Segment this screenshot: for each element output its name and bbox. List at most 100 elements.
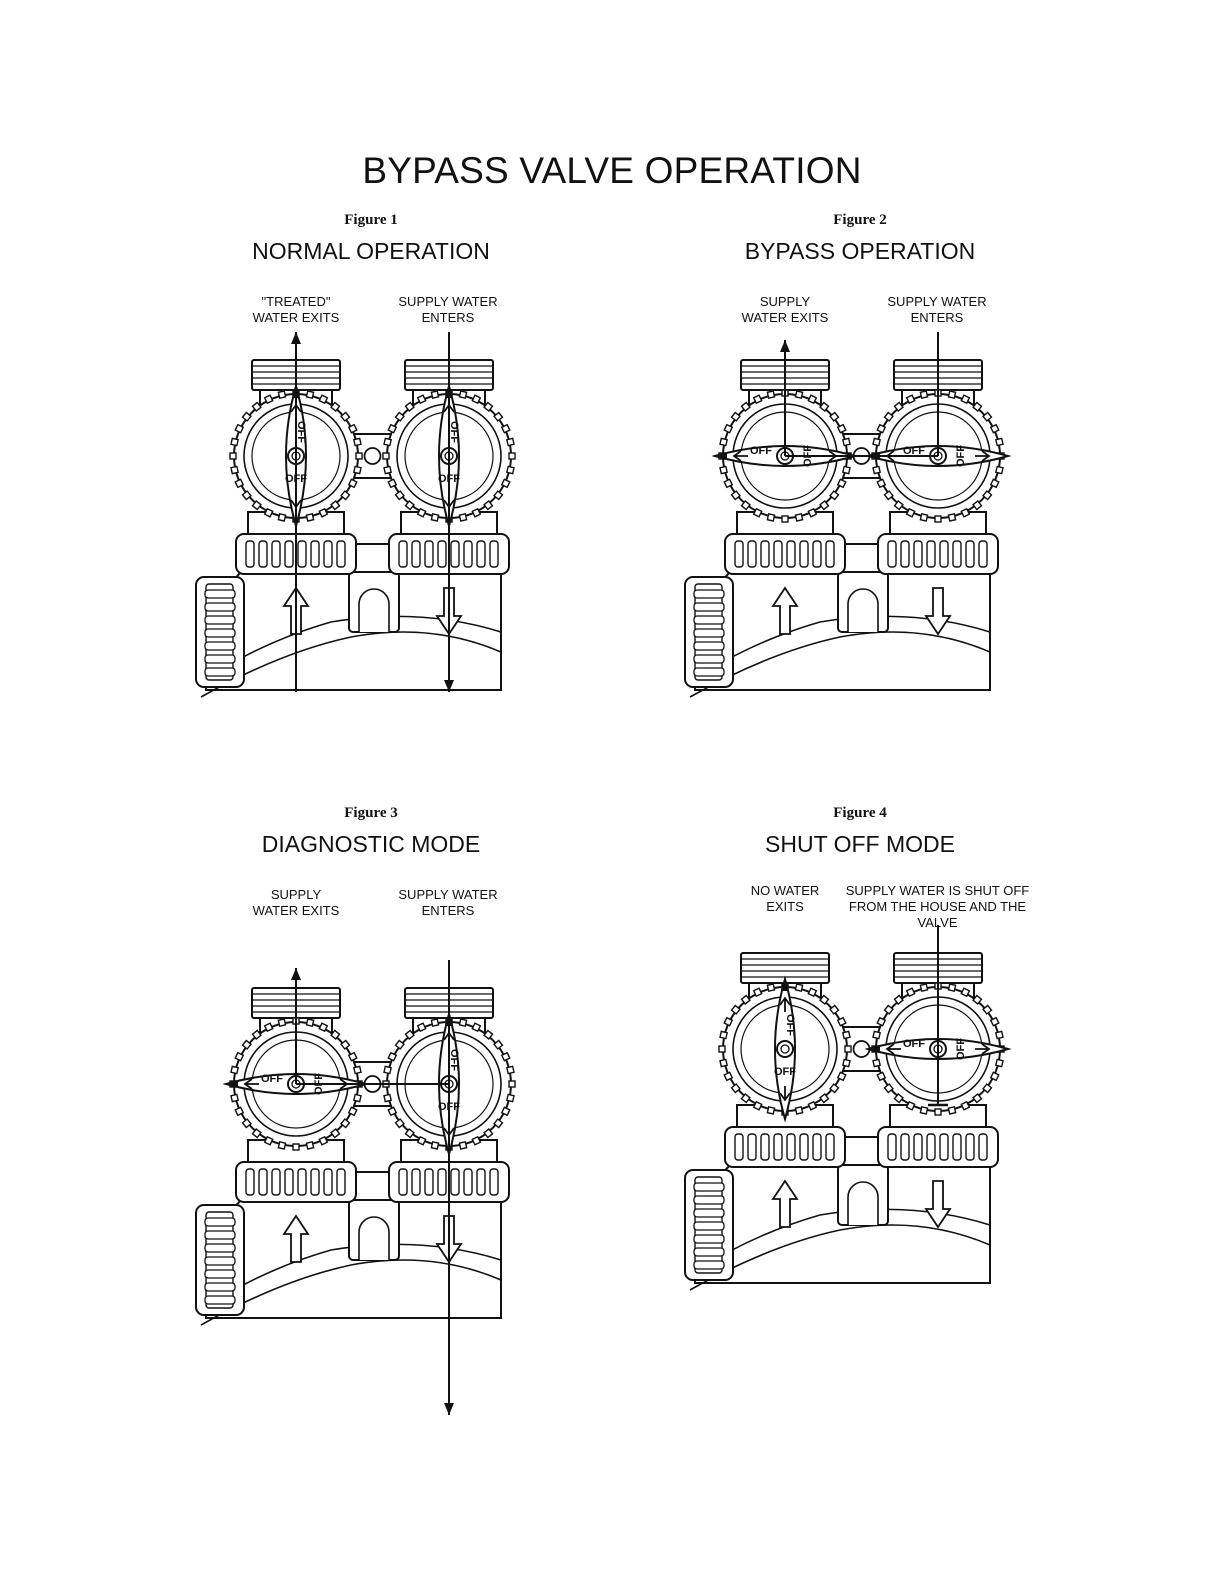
knob-tooth	[230, 1093, 240, 1103]
knob-tooth	[893, 500, 904, 511]
knob-tooth	[883, 1004, 894, 1015]
rib	[204, 615, 236, 625]
handle-pointer-icon	[872, 1045, 880, 1053]
rib	[310, 540, 320, 568]
rib	[271, 1168, 281, 1196]
knob-tooth	[394, 490, 405, 501]
rib	[734, 1133, 744, 1161]
handle-hub-inner	[780, 1044, 790, 1054]
rib	[913, 540, 923, 568]
knob-tooth	[263, 1135, 274, 1146]
knob-tooth	[740, 994, 751, 1005]
rib	[693, 667, 725, 677]
knob-tooth	[251, 401, 262, 412]
knob-tooth	[234, 478, 245, 489]
handle-arrow-icon	[975, 450, 991, 462]
rib	[204, 1217, 236, 1227]
knob-tooth	[836, 1016, 847, 1027]
knob-tooth	[947, 1105, 957, 1115]
knob-tooth	[471, 1135, 482, 1146]
handle-off-label: OFF	[784, 1014, 796, 1036]
knob-tooth	[340, 1039, 351, 1050]
knob-tooth	[347, 1051, 358, 1062]
handle-off-label: OFF	[955, 1038, 967, 1060]
knob-tooth	[872, 1030, 882, 1040]
knob-tooth	[844, 1045, 852, 1053]
knob-tooth	[340, 490, 351, 501]
center-web-slot	[358, 1216, 390, 1260]
knob-tooth	[960, 394, 971, 405]
knob-tooth	[841, 465, 851, 475]
handle-off-label: OFF	[261, 1073, 283, 1085]
knob-tooth	[919, 1105, 929, 1115]
knob-tooth	[829, 411, 840, 422]
knob-tooth	[766, 512, 776, 522]
knob-tooth	[740, 401, 751, 412]
rib	[939, 1133, 949, 1161]
knob-tooth	[905, 987, 916, 998]
figure-title: BYPASS OPERATION	[744, 238, 976, 264]
knob-tooth	[947, 512, 957, 522]
knob-tooth	[430, 390, 440, 400]
knob-tooth	[794, 512, 804, 522]
rib	[887, 540, 897, 568]
knob-tooth	[355, 452, 363, 460]
knob-tooth	[318, 394, 329, 405]
rib	[310, 1168, 320, 1196]
rib	[297, 1168, 307, 1196]
rib	[693, 1247, 725, 1257]
knob-tooth	[883, 411, 894, 422]
knob-tooth	[352, 437, 362, 447]
knob-tooth	[905, 394, 916, 405]
center-web-slot	[358, 588, 390, 632]
rib	[812, 1133, 822, 1161]
knob-tooth	[872, 437, 882, 447]
knob-tooth	[347, 478, 358, 489]
knob-tooth	[387, 1106, 398, 1117]
knob-tooth	[819, 994, 830, 1005]
knob-tooth	[794, 1105, 804, 1115]
knob-tooth	[404, 500, 415, 511]
knob-tooth	[947, 390, 957, 400]
knob-tooth	[723, 423, 734, 434]
rib	[271, 540, 281, 568]
rib	[204, 654, 236, 664]
knob-tooth	[505, 1093, 515, 1103]
knob-tooth	[872, 465, 882, 475]
figure-number: Figure 2	[833, 212, 887, 228]
rib	[398, 540, 408, 568]
knob-tooth	[305, 1018, 315, 1028]
knob-tooth	[277, 512, 287, 522]
knob-tooth	[819, 500, 830, 511]
rib	[450, 540, 460, 568]
handle-arrow-icon	[779, 996, 791, 1012]
knob-tooth	[230, 437, 240, 447]
handle-arrow-icon	[243, 1078, 259, 1090]
left-port-label: "TREATED"WATER EXITS	[252, 294, 340, 325]
knob-tooth	[500, 478, 511, 489]
knob-tooth	[383, 1065, 393, 1075]
knob-tooth	[318, 1022, 329, 1033]
knob-tooth	[263, 394, 274, 405]
rib	[786, 540, 796, 568]
knob-tooth	[972, 994, 983, 1005]
flow-arrowhead-icon	[780, 340, 790, 352]
knob-tooth	[230, 465, 240, 475]
knob-tooth	[404, 401, 415, 412]
knob-tooth	[352, 1093, 362, 1103]
handle-off-label: OFF	[448, 1049, 460, 1071]
knob-tooth	[430, 1018, 440, 1028]
rib	[825, 1133, 835, 1161]
knob-tooth	[807, 507, 818, 518]
rib	[978, 540, 988, 568]
rib	[693, 615, 725, 625]
knob-tooth	[277, 390, 287, 400]
knob-tooth	[829, 1004, 840, 1015]
rib	[913, 1133, 923, 1161]
rib	[693, 654, 725, 664]
